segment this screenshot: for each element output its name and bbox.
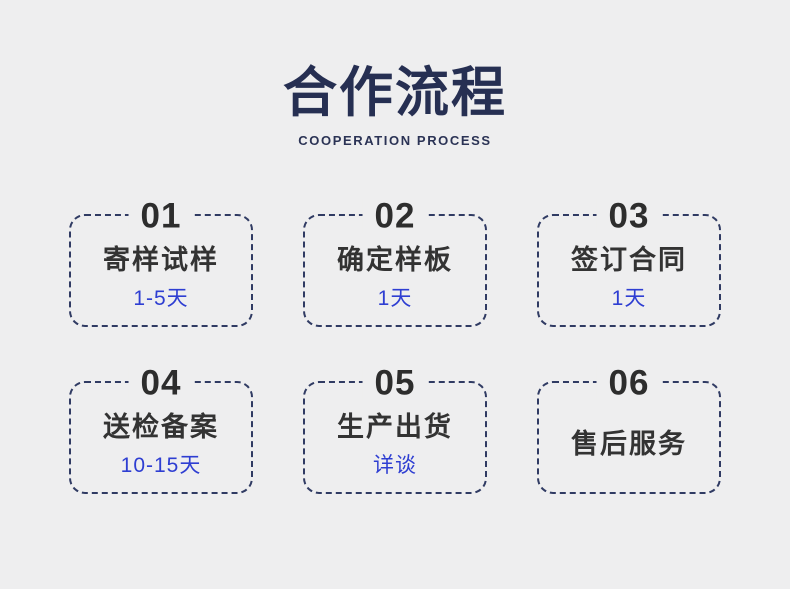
step-label: 生产出货 (337, 412, 453, 443)
page-title: 合作流程 (283, 63, 507, 123)
step-duration: 10-15天 (120, 453, 202, 477)
header: 合作流程 COOPERATION PROCESS (0, 0, 790, 148)
step-number: 04 (128, 365, 194, 401)
step-duration: 1-5天 (133, 286, 189, 310)
process-steps-grid: 01 寄样试样 1-5天 02 确定样板 1天 03 签订合同 1天 04 送检… (69, 198, 721, 495)
step-number: 05 (362, 365, 428, 401)
step-label: 寄样试样 (103, 245, 219, 276)
step-duration: 1天 (611, 286, 647, 310)
step-label: 送检备案 (103, 412, 219, 443)
step-number: 02 (362, 198, 428, 234)
step-label: 签订合同 (571, 245, 687, 276)
step-label: 确定样板 (337, 245, 453, 276)
process-step-card-4: 04 送检备案 10-15天 (69, 365, 253, 495)
step-number: 03 (596, 198, 662, 234)
step-duration: 1天 (377, 286, 413, 310)
step-number: 06 (596, 365, 662, 401)
process-step-card-6: 06 售后服务 (537, 365, 721, 495)
step-label: 售后服务 (571, 428, 687, 459)
step-number: 01 (128, 198, 194, 234)
page-subtitle: COOPERATION PROCESS (298, 133, 492, 149)
process-step-card-5: 05 生产出货 详谈 (303, 365, 487, 495)
process-step-card-3: 03 签订合同 1天 (537, 198, 721, 328)
process-step-card-1: 01 寄样试样 1-5天 (69, 198, 253, 328)
process-step-card-2: 02 确定样板 1天 (303, 198, 487, 328)
step-duration: 详谈 (373, 453, 417, 477)
